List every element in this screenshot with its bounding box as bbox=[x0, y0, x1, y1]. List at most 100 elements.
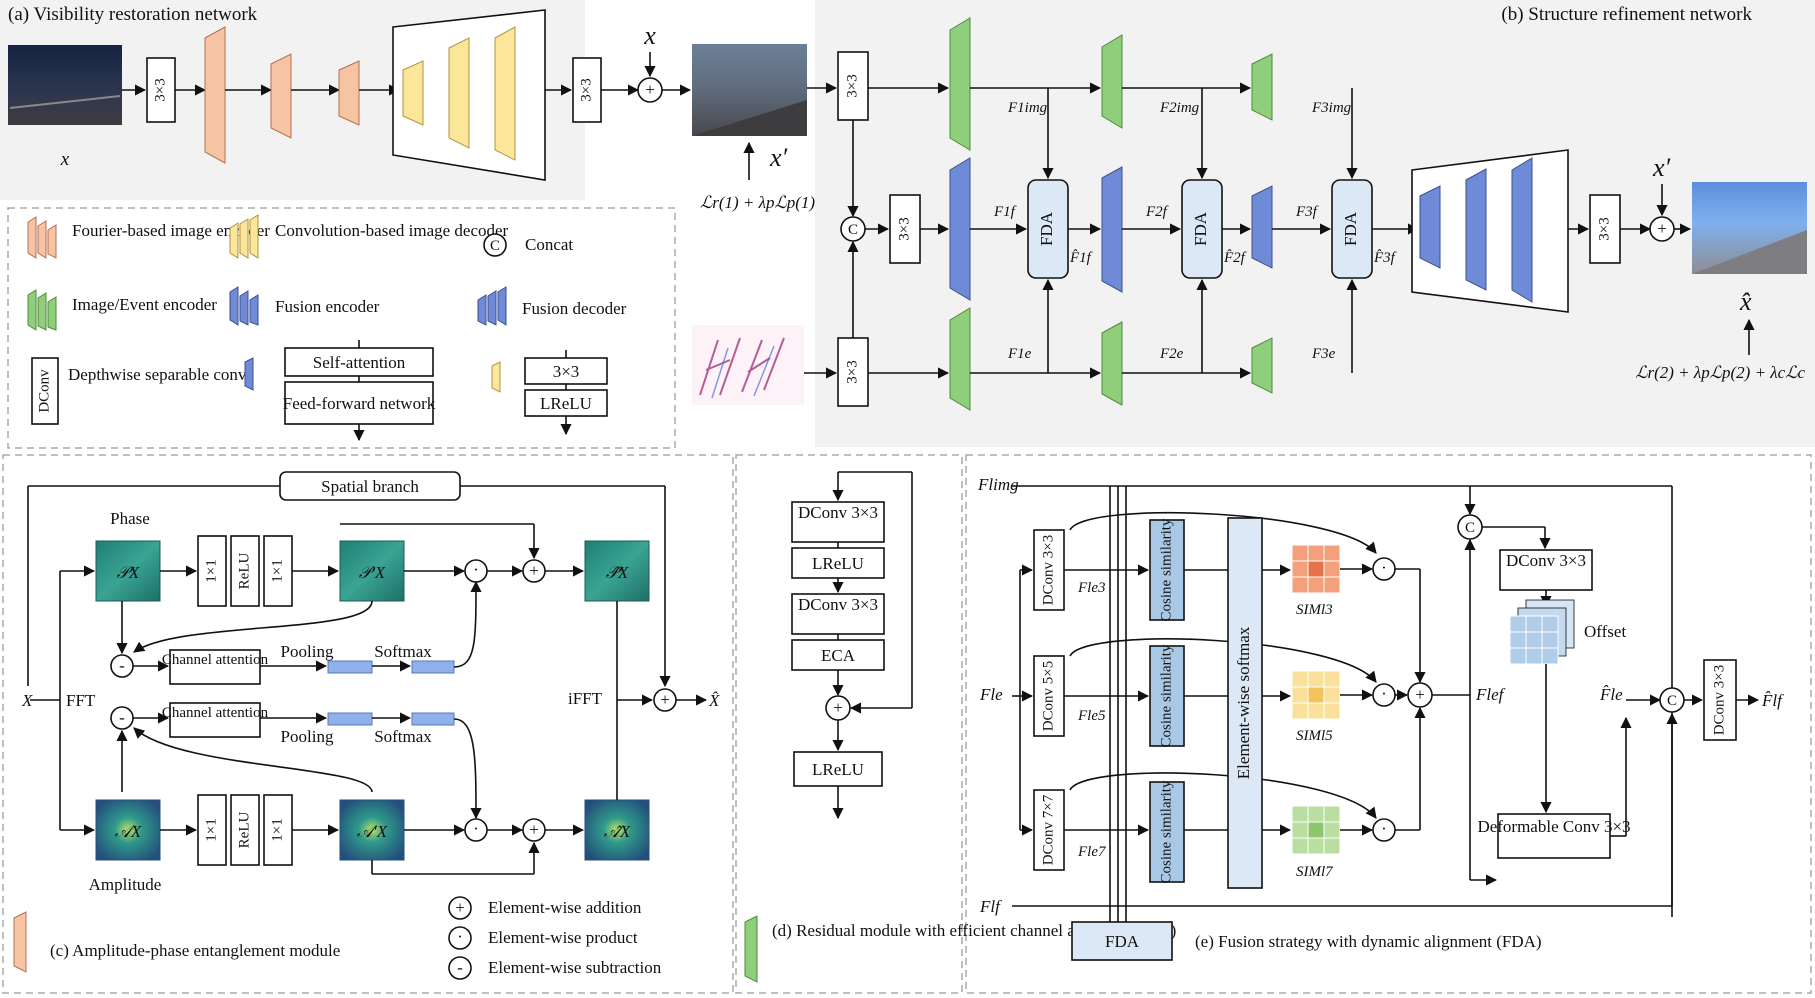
panel-c-frame bbox=[2, 454, 734, 994]
phase-map-hat bbox=[584, 540, 650, 602]
legend-concat-icon bbox=[483, 233, 507, 257]
svg-text:F1img: F1img bbox=[1007, 100, 1048, 116]
svg-text:F̂lf: F̂lf bbox=[1761, 691, 1784, 710]
svg-text:F2f: F2f bbox=[1145, 204, 1169, 220]
output-X-hat: X̂ bbox=[708, 691, 720, 710]
legend-decoder-block-icon bbox=[491, 361, 501, 393]
svg-text:·: · bbox=[473, 560, 479, 579]
offset-grid bbox=[1509, 599, 1575, 665]
conv-3x3-a1 bbox=[146, 57, 176, 123]
svg-text:𝒫̂X: 𝒫̂X bbox=[606, 563, 629, 582]
svg-text:F̂3f: F̂3f bbox=[1373, 250, 1397, 266]
dconv-3x3-e bbox=[1033, 529, 1065, 611]
svg-text:Cosine similarity: Cosine similarity bbox=[1158, 780, 1174, 883]
svg-text:DConv 3×3: DConv 3×3 bbox=[1040, 535, 1056, 606]
fusion-encoder-3 bbox=[1251, 185, 1273, 269]
svg-text:3×3: 3×3 bbox=[152, 78, 168, 101]
svg-text:·: · bbox=[1381, 819, 1387, 838]
svg-text:F3e: F3e bbox=[1311, 346, 1336, 362]
svg-text:1×1: 1×1 bbox=[203, 559, 219, 582]
sim-grid-5 bbox=[1291, 670, 1341, 720]
cosine-sim-3 bbox=[1149, 781, 1185, 883]
svg-text:Fusion encoder: Fusion encoder bbox=[275, 297, 380, 316]
svg-text:Fle7: Fle7 bbox=[1077, 844, 1107, 860]
svg-text:DConv 5×5: DConv 5×5 bbox=[1040, 661, 1056, 732]
legend-fusion-encoder-icon bbox=[229, 286, 259, 326]
svg-text:F1f: F1f bbox=[993, 204, 1017, 220]
svg-text:1×1: 1×1 bbox=[269, 818, 285, 841]
skip-x-prime-label: x′ bbox=[1652, 153, 1671, 182]
svg-text:F̂2f: F̂2f bbox=[1223, 250, 1247, 266]
panel-e-frame bbox=[965, 454, 1812, 994]
svg-text:SIMl7: SIMl7 bbox=[1296, 864, 1334, 880]
channel-attention-2 bbox=[169, 702, 261, 738]
svg-text:ReLU: ReLU bbox=[236, 812, 252, 849]
svg-text:Fourier-based image encoder: Fourier-based image encoder bbox=[72, 221, 270, 240]
svg-text:𝒫′X: 𝒫′X bbox=[359, 563, 386, 582]
legend-dconv-desc: Depthwise separable conv bbox=[68, 365, 247, 384]
fusion-decoder-2 bbox=[1465, 168, 1487, 291]
svg-text:ECA: ECA bbox=[821, 646, 856, 665]
svg-text:FDA: FDA bbox=[1037, 211, 1056, 246]
svg-text:Concat: Concat bbox=[525, 235, 573, 254]
svg-text:+: + bbox=[529, 561, 539, 580]
svg-text:Element-wise addition: Element-wise addition bbox=[488, 898, 642, 917]
fourier-encoder-1 bbox=[204, 26, 226, 164]
svg-text:3×3: 3×3 bbox=[844, 74, 860, 97]
softmax-vector-2 bbox=[411, 712, 455, 726]
svg-text:+: + bbox=[529, 820, 539, 839]
legend-fusion-decoder-icon bbox=[477, 286, 507, 326]
panel-a: x 3×3 3×3 + x bbox=[8, 9, 692, 181]
svg-text:Channel attention: Channel attention bbox=[162, 705, 269, 721]
svg-text:3×3: 3×3 bbox=[844, 360, 860, 383]
channel-attention-1 bbox=[169, 649, 261, 685]
svg-text:Convolution-based image decode: Convolution-based image decoder bbox=[275, 221, 509, 240]
svg-text:Cosine similarity: Cosine similarity bbox=[1158, 518, 1174, 621]
svg-text:𝒫X: 𝒫X bbox=[117, 563, 140, 582]
legend-frame bbox=[7, 207, 676, 449]
softmax-vector-1 bbox=[411, 660, 455, 674]
svg-text:Element-wise subtraction: Element-wise subtraction bbox=[488, 958, 662, 977]
svg-text:Image/Event encoder: Image/Event encoder bbox=[72, 295, 217, 314]
dconv-d1 bbox=[791, 501, 885, 543]
svg-text:F1e: F1e bbox=[1007, 346, 1032, 362]
svg-text:LReLU: LReLU bbox=[812, 554, 864, 573]
legend: Fourier-based image encoder Convolution-… bbox=[27, 214, 627, 442]
evt-encoder-1 bbox=[949, 307, 971, 411]
input-lowlight-image bbox=[8, 45, 122, 125]
svg-text:F2img: F2img bbox=[1159, 100, 1200, 116]
fusion-decoder-1 bbox=[1419, 185, 1441, 269]
legend-encoder-icon bbox=[27, 289, 57, 331]
svg-text:Offset: Offset bbox=[1584, 622, 1626, 641]
svg-text:Softmax: Softmax bbox=[374, 727, 432, 746]
svg-text:C: C bbox=[490, 238, 500, 254]
svg-text:Flf: Flf bbox=[979, 897, 1002, 916]
dconv-offset bbox=[1499, 549, 1593, 591]
fourier-encoder-2 bbox=[270, 53, 292, 139]
fusion-encoder-2 bbox=[1101, 166, 1123, 293]
pooling-vector-1 bbox=[327, 660, 373, 674]
svg-text:DConv: DConv bbox=[36, 369, 52, 413]
amplitude-map bbox=[95, 799, 161, 861]
svg-text:FFT: FFT bbox=[66, 691, 96, 710]
conv-out-b bbox=[1589, 194, 1621, 264]
svg-text:F̂1f: F̂1f bbox=[1069, 250, 1093, 266]
svg-text:ReLU: ReLU bbox=[236, 553, 252, 590]
svg-text:𝒜X: 𝒜X bbox=[115, 822, 142, 841]
svg-text:LReLU: LReLU bbox=[812, 760, 864, 779]
svg-text:+: + bbox=[1657, 219, 1667, 238]
svg-text:SIMl3: SIMl3 bbox=[1296, 602, 1333, 618]
fusion-encoder-1 bbox=[949, 157, 971, 301]
svg-text:+: + bbox=[455, 898, 465, 917]
conv-decoder-3 bbox=[494, 26, 516, 161]
svg-text:-: - bbox=[457, 958, 463, 977]
input-X: X bbox=[21, 691, 33, 710]
fourier-encoder-3 bbox=[338, 60, 360, 126]
svg-text:DConv 3×3: DConv 3×3 bbox=[798, 503, 878, 522]
img-encoder-3 bbox=[1251, 53, 1273, 121]
svg-text:F2e: F2e bbox=[1159, 346, 1184, 362]
svg-text:SIMl5: SIMl5 bbox=[1296, 728, 1333, 744]
sim-grid-3 bbox=[1291, 544, 1341, 594]
fusion-decoder-3 bbox=[1511, 157, 1533, 303]
svg-text:+: + bbox=[1415, 685, 1425, 704]
